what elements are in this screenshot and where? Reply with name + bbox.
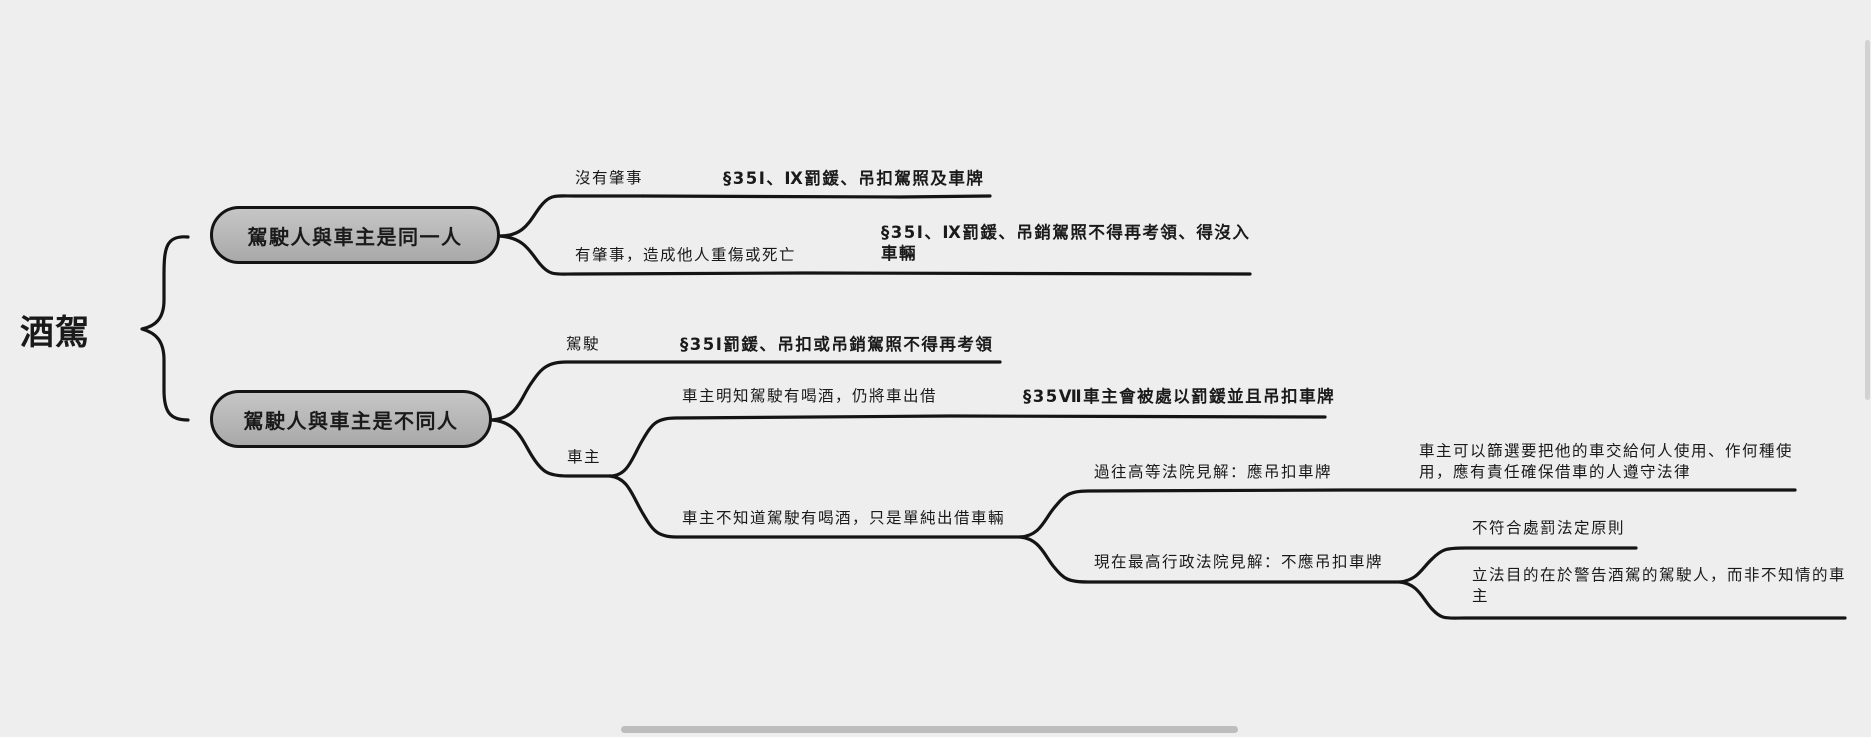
node-supreme-admin-court-view[interactable]: 現在最高行政法院見解：不應吊扣車牌: [1094, 553, 1384, 571]
node-owner-unaware[interactable]: 車主不知道駕駛有喝酒，只是單純出借車輛: [682, 509, 1006, 527]
node-high-court-view[interactable]: 過往高等法院見解：應吊扣車牌: [1094, 463, 1333, 481]
node-high-court-reason[interactable]: 車主可以篩選要把他的車交給何人使用、作何種使用，應有責任確保借車的人遵守法律: [1419, 442, 1794, 481]
root-topic: 酒駕: [20, 313, 90, 353]
node-owner[interactable]: 車主: [567, 448, 602, 466]
node-owner-knew-law[interactable]: §35Ⅶ車主會被處以罰鍰並且吊扣車牌: [1023, 387, 1336, 406]
node-driver[interactable]: 駕駛: [566, 335, 601, 353]
horizontal-scrollbar[interactable]: [621, 726, 1238, 733]
branch-same-person[interactable]: 駕駛人與車主是同一人: [210, 206, 500, 264]
node-no-accident-law[interactable]: §35Ⅰ、Ⅸ罰鍰、吊扣駕照及車牌: [723, 169, 985, 188]
vertical-scrollbar[interactable]: [1865, 40, 1870, 400]
node-accident[interactable]: 有肇事，造成他人重傷或死亡: [575, 246, 797, 264]
node-owner-knew[interactable]: 車主明知駕駛有喝酒，仍將車出借: [682, 387, 938, 405]
node-no-accident[interactable]: 沒有肇事: [575, 169, 644, 187]
node-accident-law[interactable]: §35Ⅰ、Ⅸ罰鍰、吊銷駕照不得再考領、得沒入車輛: [881, 223, 1251, 263]
branch-different-person[interactable]: 駕駛人與車主是不同人: [210, 390, 492, 448]
node-supreme-reason-1[interactable]: 不符合處罰法定原則: [1472, 519, 1626, 537]
node-driver-law[interactable]: §35Ⅰ罰鍰、吊扣或吊銷駕照不得再考領: [680, 335, 994, 354]
node-supreme-reason-2[interactable]: 立法目的在於警告酒駕的駕駛人，而非不知情的車主: [1472, 566, 1847, 605]
